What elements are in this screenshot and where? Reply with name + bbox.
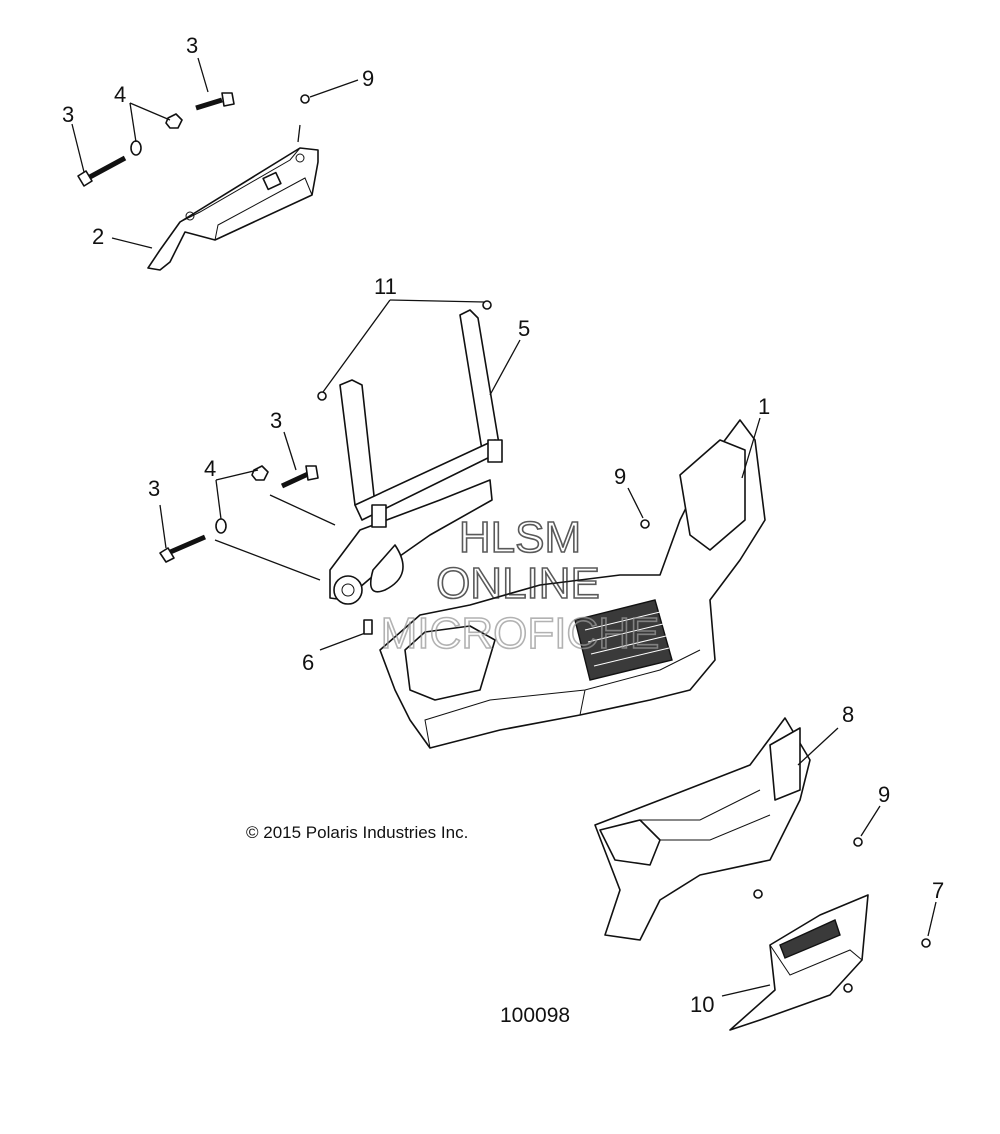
- screw-part-9-lower-b: [753, 889, 763, 899]
- screw-part-7: [921, 938, 931, 948]
- callout-7: 7: [932, 878, 944, 903]
- screw-part-10-clip: [843, 983, 853, 993]
- leader-lines-top: [71, 57, 359, 249]
- watermark-line-1: HLSM: [459, 513, 581, 562]
- callout-3-top: 3: [186, 33, 198, 58]
- copyright-caption: © 2015 Polaris Industries Inc.: [246, 823, 468, 842]
- leader-lines-middle: [159, 299, 521, 651]
- bracket-part-2: [147, 124, 319, 271]
- callout-11: 11: [374, 274, 397, 299]
- nut-part-4-upper: [165, 113, 183, 129]
- callout-3-top-left: 3: [62, 102, 74, 127]
- front-fascia-part-1: [379, 419, 766, 749]
- frame-part-5: [329, 309, 503, 605]
- bolt-part-3-lower-right: [280, 465, 319, 489]
- bolt-part-3-upper-right: [195, 92, 235, 111]
- screw-part-9-middle: [640, 519, 650, 529]
- rivet-part-11-left: [317, 391, 327, 401]
- document-number: 100098: [500, 1004, 570, 1027]
- callout-4-top: 4: [114, 82, 126, 107]
- callout-5: 5: [518, 316, 530, 341]
- watermark-line-3: MICROFICHE: [381, 609, 660, 658]
- nut-part-4-lower: [251, 465, 269, 481]
- screw-part-9-lower: [853, 837, 863, 847]
- fastener-part-6: [363, 619, 373, 635]
- leader-lines-fascia: [627, 417, 761, 519]
- bolt-part-3-upper-left: [77, 155, 127, 187]
- rivet-part-11-right: [482, 300, 492, 310]
- watermark-line-2: ONLINE: [436, 559, 600, 608]
- callout-2: 2: [92, 224, 104, 249]
- lower-bumper-part-8: [594, 717, 811, 941]
- callout-1: 1: [758, 394, 770, 419]
- callout-9-lower: 9: [878, 782, 890, 807]
- bolt-part-3-lower-left: [159, 534, 206, 563]
- callout-9-middle: 9: [614, 464, 626, 489]
- callout-4-middle: 4: [204, 456, 216, 481]
- callout-6: 6: [302, 650, 314, 675]
- screw-part-9-upper: [300, 94, 310, 104]
- washer-part-4-lower: [215, 518, 227, 534]
- skid-plate-part-10: [729, 894, 869, 1031]
- grille-lines: [584, 611, 670, 667]
- callout-3-middle-left: 3: [148, 476, 160, 501]
- callout-10: 10: [690, 992, 714, 1017]
- watermark: HLSM ONLINE MICROFICHE: [380, 512, 660, 659]
- callout-8: 8: [842, 702, 854, 727]
- callout-9-top: 9: [362, 66, 374, 91]
- callout-3-middle: 3: [270, 408, 282, 433]
- leader-lines-lower: [721, 727, 937, 997]
- washer-part-4-upper: [130, 140, 142, 156]
